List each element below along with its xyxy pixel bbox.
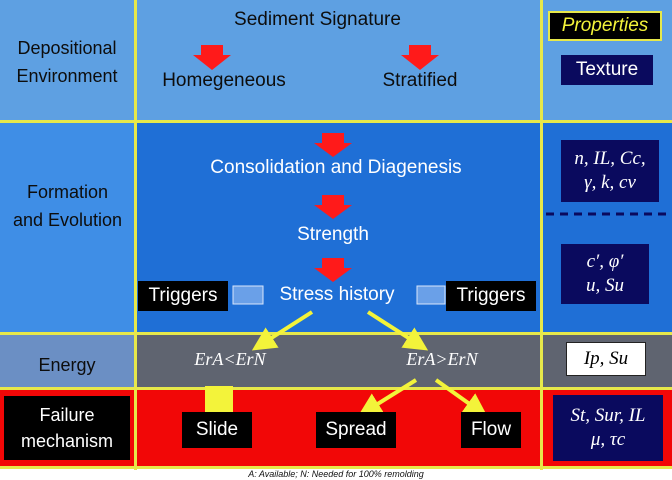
red-arrow-stress-history [314,258,352,282]
property-failure-line1: St, Sur, IL [570,405,646,426]
row-label-energy: Energy [38,355,96,375]
grid-line-4 [0,466,672,469]
yellow-arrow-flow [434,378,488,417]
red-arrow-stratified [401,45,439,70]
yellow-arrow-spread [357,378,418,417]
properties-header-text: Properties [561,15,649,36]
red-arrow-strength [314,195,352,219]
node-consolidation: Consolidation and Diagenesis [210,157,462,178]
trigger-connector-right [416,285,446,305]
row-label-failure: Failure mechanism [4,396,130,460]
node-stratified: Stratified [382,70,458,91]
footnote: A: Available; N: Needed for 100% remoldi… [248,469,424,479]
red-arrow-homogeneous [193,45,231,70]
node-spread: Spread [316,412,396,448]
property-texture: Texture [561,55,653,85]
node-strength: Strength [297,224,369,245]
node-trigger-left: Triggers [138,281,228,311]
node-energy-high: ErA>ErN [406,349,478,369]
label-col-energy [0,333,135,389]
row-label-failure-text: Failure mechanism [20,405,114,451]
property-strength-line2: u, Su [586,275,624,296]
row-label-formation: Formation and Evolution [12,182,123,230]
trigger-connector-left [232,285,264,305]
grid-line-left [134,0,137,470]
property-index-line2: γ, k, cv [584,172,636,193]
yellow-arrow-high-energy [366,310,429,351]
node-flow: Flow [461,412,521,448]
property-index-group: n, IL, Cc, γ, k, cv [561,140,659,202]
property-index-line1: n, IL, Cc, [574,148,646,169]
footnote-band [0,468,672,480]
grid-line-right [540,0,543,470]
property-failure-group: St, Sur, IL μ, τc [553,395,663,461]
properties-header: Properties [548,11,662,41]
property-strength-line1: c′, φ′ [586,251,624,272]
yellow-link-slide [205,386,233,412]
property-energy-text: Ip, Su [583,348,629,369]
sediment-signature-title: Sediment Signature [234,9,401,30]
property-energy: Ip, Su [566,342,646,376]
grid-line-3 [0,387,672,390]
node-slide: Slide [182,412,252,448]
property-texture-text: Texture [575,59,639,80]
node-energy-low: ErA<ErN [194,349,266,369]
grid-line-2 [0,332,672,335]
node-stress-history: Stress history [279,284,395,305]
row-label-depositional: Depositional Environment [16,38,118,86]
property-failure-line2: μ, τc [590,429,626,450]
label-col-formation [0,121,135,333]
node-trigger-right: Triggers [446,281,536,311]
node-homogeneous: Homegeneous [162,70,286,91]
property-strength-group: c′, φ′ u, Su [561,244,649,304]
yellow-arrow-low-energy [251,310,314,351]
grid-line-1 [0,120,672,123]
red-arrow-consolidation [314,133,352,157]
